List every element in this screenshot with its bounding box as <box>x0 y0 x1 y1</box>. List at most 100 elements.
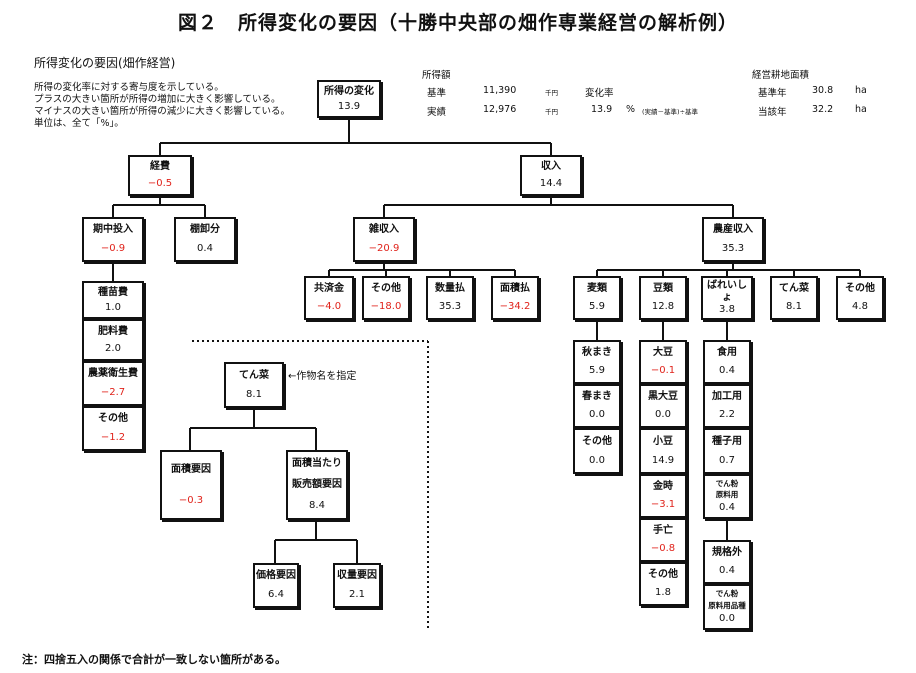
node-value: 5.9 <box>589 365 605 376</box>
node-wheat: 麦類 5.9 <box>573 276 621 320</box>
node-label: 秋まき <box>582 347 612 358</box>
node-value: −0.8 <box>650 543 676 554</box>
node-value: 14.4 <box>539 177 563 189</box>
node-seed-potato: 種子用 0.7 <box>703 428 751 474</box>
node-label: 大豆 <box>653 347 673 358</box>
node-label-line-1: でん粉 <box>715 589 739 599</box>
node-autumn-wheat: 秋まき 5.9 <box>573 340 621 384</box>
node-value: 0.0 <box>589 454 605 466</box>
node-value: 0.0 <box>589 409 605 420</box>
node-label: 面積要因 <box>171 463 211 475</box>
change-rate-label: 変化率 <box>585 88 614 99</box>
node-value: −0.5 <box>147 177 173 189</box>
node-root: 所得の変化 13.9 <box>317 80 381 118</box>
area-base-unit: ha <box>855 85 867 96</box>
area-current-value: 32.2 <box>812 104 834 115</box>
income-actual-value: 12,976 <box>483 104 517 115</box>
node-value: −0.9 <box>100 242 126 254</box>
node-value: 8.1 <box>246 388 262 400</box>
description-line-2: プラスの大きい箇所が所得の増加に大きく影響している。 <box>34 94 281 105</box>
node-label-line-2: 原料用 <box>715 490 739 500</box>
node-value: −0.1 <box>650 365 676 376</box>
node-price-factor: 価格要因 6.4 <box>253 563 299 608</box>
description-line-1: 所得の変化率に対する寄与度を示している。 <box>34 82 224 93</box>
node-value: 1.0 <box>105 301 121 313</box>
node-label: 手亡 <box>653 525 673 536</box>
node-processing: 加工用 2.2 <box>703 384 751 428</box>
node-sugar-beet: てん菜 8.1 <box>770 276 818 320</box>
node-volume-factor: 収量要因 2.1 <box>333 563 381 608</box>
diagram-subtitle: 所得変化の要因(畑作経営) <box>34 56 176 70</box>
node-label: 収入 <box>541 161 561 173</box>
node-value: 4.8 <box>852 301 868 312</box>
area-current-label: 当該年 <box>758 107 787 118</box>
node-value: 3.8 <box>719 304 735 315</box>
node-label: 農薬衛生費 <box>88 368 138 380</box>
node-value: −2.7 <box>100 386 126 398</box>
node-beans: 豆類 12.8 <box>639 276 687 320</box>
node-value: 0.7 <box>719 454 735 466</box>
node-label: 種苗費 <box>98 286 128 298</box>
node-value: 35.3 <box>438 301 462 312</box>
node-label: 価格要因 <box>256 570 296 582</box>
description-line-3: マイナスの大きい箇所が所得の減少に大きく影響している。 <box>34 106 291 117</box>
node-label-line-2: 原料用品種 <box>708 600 746 610</box>
node-label: ばれいしょ <box>707 280 747 303</box>
node-label: 金時 <box>653 481 673 492</box>
node-value: −4.0 <box>316 301 342 312</box>
node-value: 6.4 <box>268 588 284 600</box>
node-value: 5.9 <box>589 301 605 312</box>
node-label: 豆類 <box>653 283 673 294</box>
node-farm-other: その他 4.8 <box>836 276 884 320</box>
crop-annotation: ←作物名を指定 <box>288 371 357 382</box>
node-inventory: 棚卸分 0.4 <box>174 217 236 262</box>
node-tebou: 手亡 −0.8 <box>639 518 687 562</box>
income-actual-unit: 千円 <box>545 108 558 116</box>
node-value: −34.2 <box>499 301 531 312</box>
node-value: 8.1 <box>786 301 802 312</box>
node-value: −3.1 <box>650 499 676 510</box>
node-beans-other: その他 1.8 <box>639 562 687 606</box>
node-period-input: 期中投入 −0.9 <box>82 217 144 262</box>
node-value: 2.1 <box>349 588 365 600</box>
node-value: 0.0 <box>719 612 735 624</box>
node-label: 棚卸分 <box>190 224 220 236</box>
node-value: 12.8 <box>651 301 675 312</box>
node-value: 13.9 <box>337 100 361 112</box>
node-value: −18.0 <box>370 301 402 312</box>
node-value: 0.4 <box>197 242 213 254</box>
node-label: その他 <box>98 413 128 425</box>
node-misc-other: その他 −18.0 <box>362 276 410 320</box>
node-label-line-1: 面積当たり <box>292 458 342 470</box>
node-wheat-other: その他 0.0 <box>573 428 621 474</box>
node-expense-other: その他 −1.2 <box>82 406 144 451</box>
node-label: 農産収入 <box>713 224 753 236</box>
node-area-factor: 面積要因 −0.3 <box>160 450 222 520</box>
node-value: −1.2 <box>100 431 126 443</box>
node-label: その他 <box>845 283 875 294</box>
node-off-spec: 規格外 0.4 <box>703 540 751 584</box>
node-value: 0.4 <box>719 501 735 513</box>
node-starch-material: でん粉 原料用 0.4 <box>703 474 751 519</box>
node-value: 0.4 <box>719 565 735 576</box>
area-header: 経営耕地面積 <box>752 70 810 81</box>
node-spring-wheat: 春まき 0.0 <box>573 384 621 428</box>
node-soybean: 大豆 −0.1 <box>639 340 687 384</box>
node-value: 35.3 <box>721 242 745 254</box>
node-sales-factor: 面積当たり 販売額要因 8.4 <box>286 450 348 520</box>
node-label: 雑収入 <box>369 224 399 236</box>
node-label: 共済金 <box>314 283 344 294</box>
node-label: 春まき <box>582 391 612 402</box>
node-value: 2.2 <box>719 409 735 420</box>
income-header: 所得額 <box>422 70 451 81</box>
node-label: 経費 <box>150 161 170 173</box>
node-label: 食用 <box>717 347 737 358</box>
income-actual-label: 実績 <box>427 107 447 118</box>
node-value: −20.9 <box>368 242 400 254</box>
node-starch-variety: でん粉 原料用品種 0.0 <box>703 584 751 630</box>
node-label: 期中投入 <box>93 224 133 236</box>
node-label: その他 <box>582 435 612 447</box>
node-label: 肥料費 <box>98 325 128 337</box>
node-expense: 経費 −0.5 <box>128 155 192 196</box>
